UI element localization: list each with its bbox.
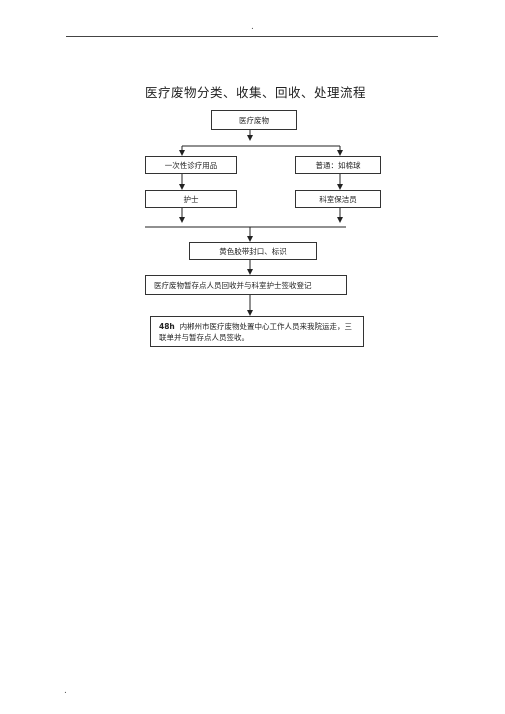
node-storage-collection: 医疗废物暂存点人员回收并与科室护士签收登记 [145,275,347,295]
node-medical-waste: 医疗废物 [211,110,297,130]
header-mark: . [251,22,254,32]
header-rule [66,36,438,37]
node-nurse: 护士 [145,190,237,208]
node-general-cotton: 普通：如棉球 [295,156,381,174]
node-disposal-transport: 48h 内郴州市医疗废物处置中心工作人员来我院运走，三联单并与暂存点人员签收。 [150,316,364,347]
node-disposable-supplies-label: 一次性诊疗用品 [164,160,218,170]
node-yellow-bag-seal: 黄色胶带封口、标识 [189,242,317,260]
node-nurse-label: 护士 [183,194,199,204]
node-storage-collection-label: 医疗废物暂存点人员回收并与科室护士签收登记 [154,280,312,290]
transport-text: 内郴州市医疗废物处置中心工作人员来我院运走，三联单并与暂存点人员签收。 [159,322,353,342]
footer-mark: . [64,686,67,696]
node-yellow-bag-seal-label: 黄色胶带封口、标识 [219,246,287,256]
node-cleaner: 科室保洁员 [295,190,381,208]
node-disposable-supplies: 一次性诊疗用品 [145,156,237,174]
node-disposal-transport-label: 48h 内郴州市医疗废物处置中心工作人员来我院运走，三联单并与暂存点人员签收。 [159,321,355,343]
node-medical-waste-label: 医疗废物 [239,115,269,125]
node-general-cotton-label: 普通：如棉球 [315,160,361,170]
node-cleaner-label: 科室保洁员 [319,194,357,204]
diagram-title: 医疗废物分类、收集、回收、处理流程 [145,85,367,100]
transport-hours: 48h [159,322,175,331]
